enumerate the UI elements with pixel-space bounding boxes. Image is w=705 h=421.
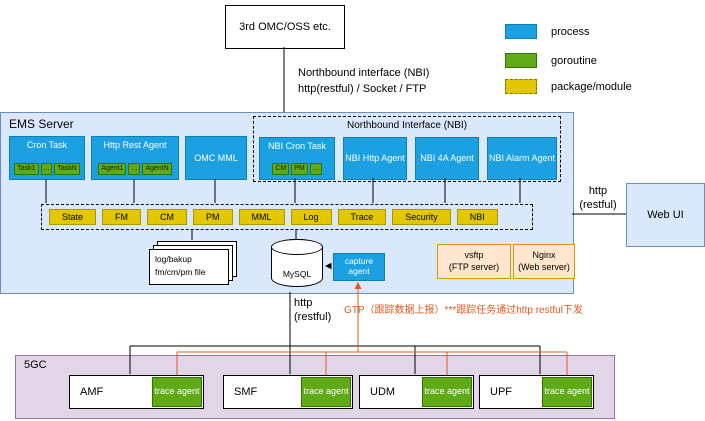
nbi-group-box: Northbound Interface (NBI) NBI Cron Task…: [253, 116, 561, 182]
udm-box: UDM trace agent: [359, 375, 474, 409]
module-trace: Trace: [337, 209, 387, 225]
http-rest-agent-title: Http Rest Agent: [103, 140, 167, 150]
web-ui-label: Web UI: [647, 209, 684, 221]
nbi-4a-agent-box: NBI 4A Agent: [415, 137, 479, 180]
module-cm: CM: [147, 209, 188, 225]
nbi-cron-task-goroutines: CM PM ...: [260, 162, 334, 175]
nbi-cm-box: CM: [272, 162, 290, 175]
module-log: Log: [290, 209, 332, 225]
nbi-pm-box: PM: [291, 162, 308, 175]
legend-goroutine-label: goroutine: [551, 54, 597, 67]
smf-label: SMF: [234, 386, 258, 398]
module-mml: MML: [238, 209, 285, 225]
taskN-box: TaskN: [54, 162, 80, 175]
file-store-line2: fm/cm/pm file: [155, 266, 206, 277]
http-bottom-line2: (restful): [294, 311, 332, 324]
smf-trace-agent-label: trace agent: [303, 386, 349, 397]
goroutine-swatch-icon: [505, 53, 537, 68]
omc-oss-label: 3rd OMC/OSS etc.: [239, 21, 331, 33]
ems-server-title: EMS Server: [9, 117, 74, 131]
nbi-alarm-agent-title: NBI Alarm Agent: [488, 153, 556, 164]
http-right-line1: http: [588, 185, 608, 197]
upf-label: UPF: [490, 386, 512, 398]
module-state: State: [49, 209, 97, 225]
task-ellipsis: ...: [40, 162, 53, 175]
ems-server-box: EMS Server Cron Task Task1 ... TaskN Htt…: [0, 112, 575, 294]
nginx-label-line1: Nginx: [532, 250, 556, 261]
package-swatch-icon: [505, 79, 537, 94]
upf-box: UPF trace agent: [479, 375, 594, 409]
module-pm: PM: [193, 209, 233, 225]
amf-box: AMF trace agent: [69, 375, 204, 409]
http-bottom-line1: http: [294, 297, 313, 309]
nbi-4a-agent-title: NBI 4A Agent: [420, 153, 474, 164]
file-page-front: log/bakup fm/cm/pm file: [149, 249, 229, 285]
omc-oss-box: 3rd OMC/OSS etc.: [225, 5, 345, 49]
nbi-group-title: Northbound Interface (NBI): [346, 120, 468, 131]
web-ui-box: Web UI: [626, 183, 705, 247]
udm-label: UDM: [370, 386, 396, 398]
legend-row-goroutine: goroutine: [505, 53, 597, 68]
capture-agent-box: capture agent: [333, 253, 385, 281]
amf-label: AMF: [80, 386, 104, 398]
agent-ellipsis: ...: [128, 162, 141, 175]
file-store-stack: log/bakup fm/cm/pm file: [149, 241, 237, 285]
process-swatch-icon: [505, 24, 537, 39]
module-row: State FM CM PM MML Log Trace Security NB…: [41, 204, 533, 230]
fivegc-box: 5GC AMF trace agent SMF trace agent UDM …: [15, 355, 615, 419]
http-right-line2: (restful): [579, 199, 617, 212]
omc-mml-box: OMC MML: [185, 136, 247, 180]
nbi-http-agent-title: NBI Http Agent: [345, 153, 405, 164]
vsftp-label-line2: (FTP server): [448, 261, 500, 272]
agentN-box: AgentN: [142, 162, 172, 175]
udm-trace-agent-box: trace agent: [422, 377, 472, 407]
upf-trace-agent-label: trace agent: [544, 386, 590, 397]
mysql-database-cylinder: MySQL: [271, 239, 323, 287]
vsftp-label-line1: vsftp: [464, 250, 484, 261]
smf-box: SMF trace agent: [223, 375, 353, 409]
smf-trace-agent-box: trace agent: [301, 377, 351, 407]
nbi-cron-task-title: NBI Cron Task: [268, 141, 326, 151]
mysql-label: MySQL: [282, 269, 312, 279]
cron-task-box: Cron Task Task1 ... TaskN: [9, 136, 85, 180]
cron-task-title: Cron Task: [26, 140, 68, 150]
nbi-http-agent-box: NBI Http Agent: [343, 137, 407, 180]
gtp-note: GTP（跟踪数据上报）***跟踪任务通过http restful下发: [344, 305, 583, 316]
capture-agent-label: capture agent: [344, 256, 374, 276]
nbi-alarm-agent-box: NBI Alarm Agent: [487, 137, 557, 180]
file-store-line1: log/bakup: [155, 254, 192, 264]
nbi-ellipsis-box: ...: [309, 162, 322, 175]
upf-trace-agent-box: trace agent: [542, 377, 592, 407]
legend-package-label: package/module: [551, 80, 632, 93]
nginx-label-line2: (Web server): [518, 261, 570, 272]
nginx-box: Nginx (Web server): [513, 244, 575, 279]
amf-trace-agent-box: trace agent: [152, 377, 202, 407]
vsftp-box: vsftp (FTP server): [437, 244, 511, 279]
nbi-link-label-line2: http(restful) / Socket / FTP: [298, 83, 427, 95]
http-rest-agent-box: Http Rest Agent Agent1 ... AgentN: [91, 136, 179, 180]
agent1-box: Agent1: [98, 162, 127, 175]
module-fm: FM: [102, 209, 142, 225]
http-rest-agent-goroutines: Agent1 ... AgentN: [92, 162, 178, 175]
http-restful-right-label: http (restful): [574, 184, 622, 213]
udm-trace-agent-label: trace agent: [424, 386, 470, 397]
nbi-link-label-line1: Northbound interface (NBI): [298, 67, 430, 79]
legend-process-label: process: [551, 25, 590, 38]
amf-trace-agent-label: trace agent: [154, 386, 200, 397]
http-restful-bottom-label: http (restful): [294, 296, 331, 325]
cron-task-goroutines: Task1 ... TaskN: [10, 162, 84, 175]
nbi-cron-task-box: NBI Cron Task CM PM ...: [259, 137, 335, 180]
legend-row-package: package/module: [505, 79, 632, 94]
module-security: Security: [392, 209, 451, 225]
legend-row-process: process: [505, 24, 590, 39]
omc-mml-title: OMC MML: [194, 152, 238, 163]
task1-box: Task1: [14, 162, 39, 175]
module-nbi: NBI: [456, 209, 498, 225]
fivegc-title: 5GC: [24, 359, 47, 371]
